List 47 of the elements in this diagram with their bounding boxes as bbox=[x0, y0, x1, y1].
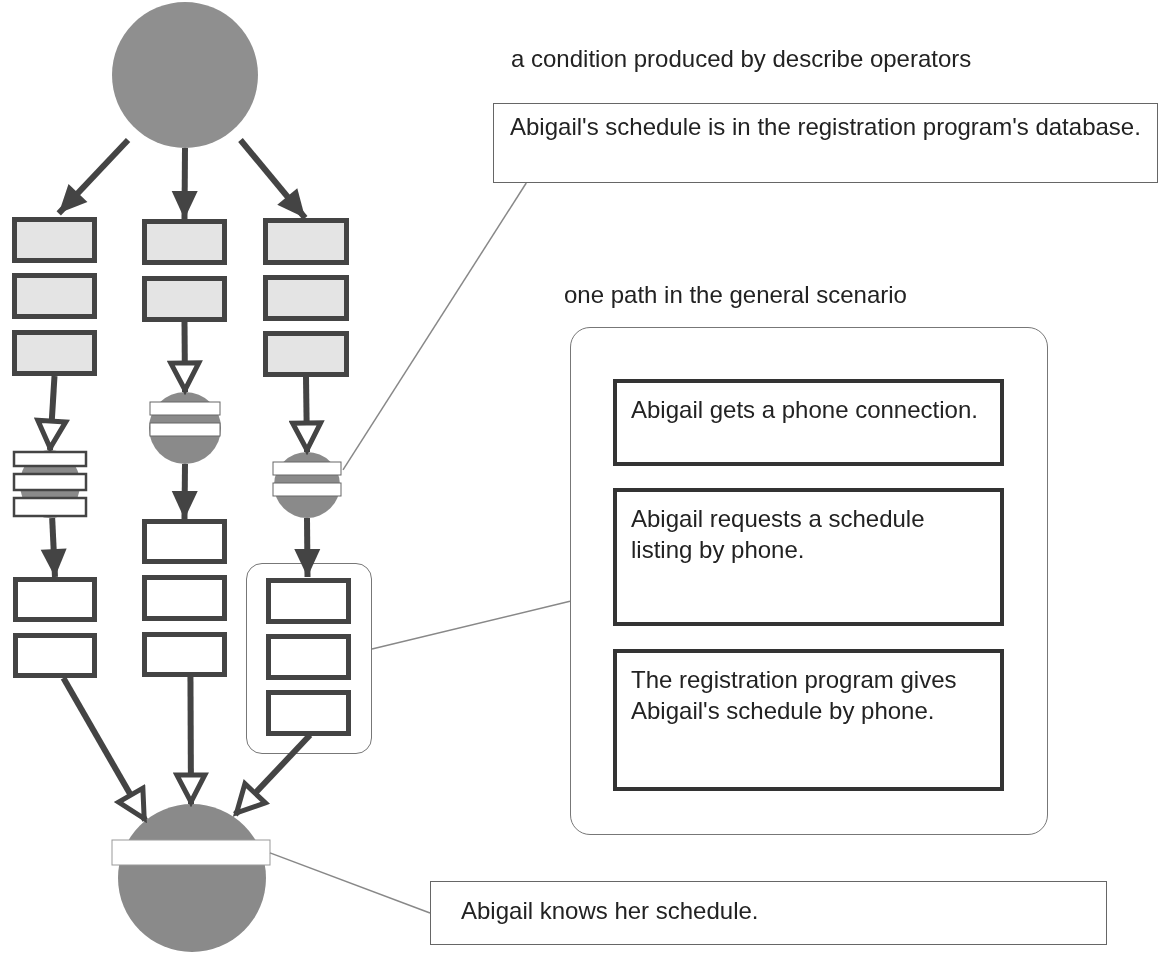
leader-line bbox=[342, 182, 527, 471]
step-box bbox=[613, 379, 1004, 466]
callout-text: Abigail gets a phone connection. bbox=[631, 395, 978, 425]
step-box bbox=[613, 649, 1004, 791]
step-box bbox=[613, 488, 1004, 626]
callout-text: The registration program gives Abigail's schedule by phone. bbox=[631, 665, 958, 726]
step-box bbox=[266, 578, 351, 624]
arrow bbox=[168, 321, 202, 393]
arrow bbox=[40, 517, 67, 578]
arrow bbox=[171, 147, 198, 220]
leader-line bbox=[371, 600, 571, 650]
step-box bbox=[12, 330, 97, 376]
step-box bbox=[263, 218, 349, 265]
group-box bbox=[246, 563, 372, 754]
step-box bbox=[142, 575, 227, 621]
step-box bbox=[12, 273, 97, 319]
leader-line bbox=[269, 852, 431, 914]
arrow bbox=[35, 375, 69, 451]
state-circle bbox=[112, 804, 270, 952]
callout-text: Abigail knows her schedule. bbox=[461, 896, 759, 926]
step-box bbox=[142, 276, 227, 322]
condition-circle bbox=[14, 450, 86, 518]
step-box bbox=[263, 331, 349, 377]
arrow bbox=[294, 517, 321, 578]
state-circle bbox=[112, 2, 258, 148]
arrow bbox=[60, 676, 148, 822]
step-box bbox=[13, 633, 97, 678]
condition-circle bbox=[148, 392, 222, 464]
callout-box bbox=[430, 881, 1107, 945]
arrow bbox=[290, 376, 324, 453]
step-box bbox=[13, 577, 97, 622]
callout-heading: a condition produced by describe operators bbox=[511, 45, 972, 73]
arrow bbox=[171, 463, 198, 520]
step-box bbox=[142, 519, 227, 564]
step-box bbox=[142, 219, 227, 265]
arrow bbox=[56, 137, 131, 216]
condition-circle bbox=[271, 452, 343, 518]
step-box bbox=[266, 690, 351, 736]
callout-text: Abigail requests a schedule listing by phone. bbox=[631, 504, 926, 565]
arrow bbox=[174, 677, 208, 805]
step-box bbox=[263, 275, 349, 321]
step-box bbox=[266, 634, 351, 680]
callout-text: Abigail's schedule is in the registration program's database. bbox=[510, 112, 1141, 142]
step-box bbox=[142, 632, 227, 677]
callout-heading: one path in the general scenario bbox=[564, 281, 907, 309]
step-box bbox=[12, 217, 97, 263]
arrow bbox=[238, 138, 308, 220]
